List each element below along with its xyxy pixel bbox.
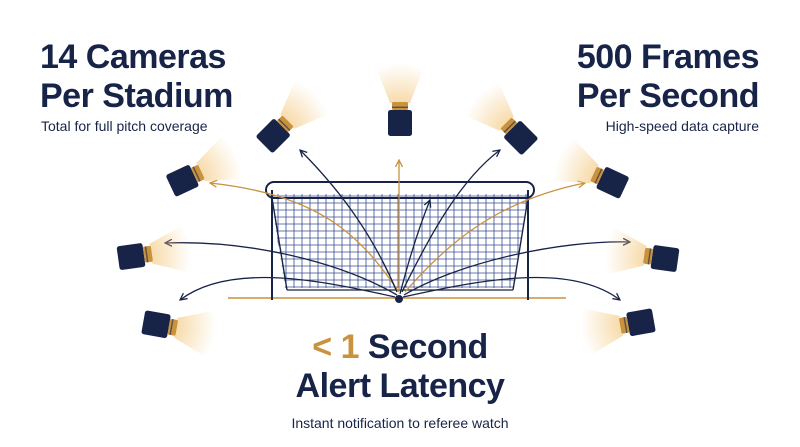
latency-stat: < 1 Second Alert Latency Instant notific… — [200, 328, 600, 431]
trajectory-arrow — [399, 200, 430, 295]
camera-icon — [454, 71, 538, 155]
latency-stat-title: < 1 Second Alert Latency — [200, 328, 600, 406]
camera-lens — [392, 102, 408, 110]
camera-icon — [595, 221, 680, 278]
trajectory-arrow — [404, 183, 585, 293]
camera-icon — [540, 129, 629, 199]
cameras-stat-title: 14 Cameras Per Stadium — [40, 38, 233, 116]
camera-lens-ring — [169, 319, 174, 336]
camera-lens-ring — [594, 168, 603, 184]
trajectory-arrow — [402, 276, 620, 300]
camera-lens — [500, 117, 517, 134]
camera-body — [256, 119, 290, 153]
frames-stat-subtitle: High-speed data capture — [605, 118, 759, 134]
frames-stat-line1: 500 Frames — [576, 38, 760, 76]
cameras-stat-line1: 14 Cameras — [40, 38, 226, 76]
camera-body — [116, 243, 146, 270]
camera-beam — [595, 221, 647, 278]
camera-body — [166, 165, 199, 197]
camera-lens-ring — [503, 120, 516, 133]
camera-body — [650, 245, 680, 272]
camera-body — [626, 308, 656, 336]
camera-lens-ring — [392, 106, 408, 108]
camera-icon — [116, 219, 201, 276]
camera-lens — [277, 115, 294, 132]
camera-icon — [571, 306, 656, 362]
camera-body — [388, 110, 412, 136]
latency-stat-accent: < 1 — [312, 328, 359, 366]
camera-body — [141, 310, 171, 338]
camera-icon — [256, 69, 340, 153]
trajectory-arrow — [165, 243, 398, 296]
camera-lens-ring — [278, 118, 291, 131]
latency-stat-subtitle: Instant notification to referee watch — [291, 415, 509, 431]
latency-stat-line1: Second — [358, 328, 488, 366]
camera-beam — [280, 69, 340, 129]
goal-icon — [265, 181, 535, 300]
camera-lens-ring — [144, 246, 149, 263]
camera-icon — [372, 57, 428, 136]
ball-icon — [395, 295, 403, 303]
camera-array — [116, 57, 680, 364]
camera-lens-ring — [647, 248, 652, 265]
camera-beam — [372, 57, 428, 103]
camera-body — [504, 121, 538, 155]
cameras-stat-line2: Per Stadium — [40, 77, 233, 115]
trajectory-arrow — [180, 276, 396, 300]
latency-stat-line2: Alert Latency — [295, 367, 505, 405]
camera-lens-ring — [623, 317, 628, 334]
camera-beam — [540, 129, 599, 184]
camera-icon — [166, 127, 255, 197]
camera-lens-ring — [192, 166, 201, 182]
camera-icon — [141, 308, 226, 364]
camera-body — [596, 167, 629, 199]
camera-beam — [174, 308, 226, 364]
camera-beam — [571, 306, 623, 362]
frames-stat-title: 500 Frames Per Second — [576, 38, 760, 116]
camera-beam — [149, 219, 201, 276]
frames-stat-line2: Per Second — [576, 77, 760, 115]
cameras-stat-subtitle: Total for full pitch coverage — [41, 118, 208, 134]
trajectory-arrow — [401, 150, 500, 293]
trajectory-arrow — [210, 183, 400, 293]
camera-beam — [454, 71, 514, 131]
trajectory-arrow — [300, 150, 398, 293]
camera-beam — [196, 127, 255, 182]
